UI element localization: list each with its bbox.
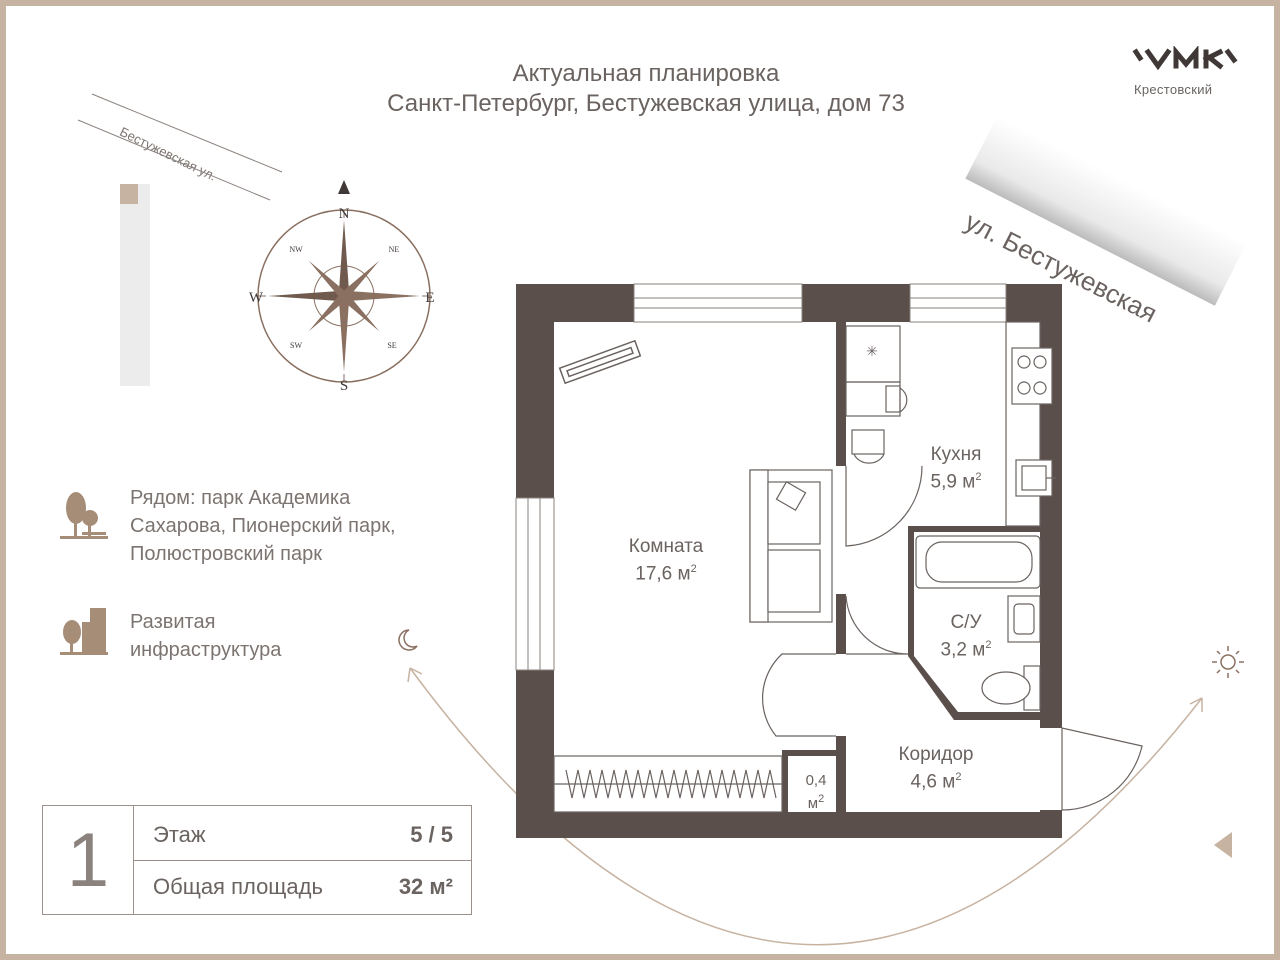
neighbour-building [120, 184, 150, 386]
windows [515, 283, 1007, 671]
bathroom-area: 3,2 м [940, 639, 986, 661]
svg-text:✳: ✳ [866, 343, 878, 359]
bathroom-name: С/У [950, 612, 982, 633]
closet-label: 0,4 м2 [790, 772, 842, 813]
closet-area-sup: 2 [818, 793, 825, 805]
corridor-name: Коридор [898, 744, 974, 765]
play-left-icon [1214, 832, 1232, 858]
feature-park-text: Рядом: парк Академика Сахарова, Пионерск… [130, 484, 396, 568]
feature-line: Полюстровский парк [130, 543, 323, 565]
doors [762, 465, 1143, 811]
feature-line: инфраструктура [130, 639, 282, 661]
address: Санкт-Петербург, Бестужевская улица, дом… [387, 90, 905, 117]
apartment-number: 1 [43, 806, 134, 914]
apartment-info-box: 1 Этаж 5 / 5 Общая площадь 32 м² [42, 805, 472, 915]
apartment-plan: ✳ [515, 283, 1143, 838]
floor-label: Этаж [153, 822, 206, 847]
compass-sw: SW [290, 341, 302, 350]
compass-rose-icon [257, 180, 431, 383]
area-label: Общая площадь [153, 874, 323, 899]
corridor-area-unit: 2 [955, 771, 962, 783]
air-conditioner [558, 339, 642, 385]
interior-walls [782, 322, 1040, 812]
bathroom-fixtures [915, 535, 1041, 711]
sun-icon [1212, 646, 1244, 678]
room-area-unit: 2 [690, 563, 697, 575]
kitchen-label: Кухня 5,9 м2 [896, 444, 1016, 493]
compass-se: SE [387, 341, 396, 350]
bathroom-diagonal-wall [908, 656, 1040, 720]
info-divider [134, 860, 472, 861]
kitchen-furniture: ✳ [845, 321, 1056, 527]
bathroom-area-unit: 2 [985, 639, 992, 651]
moon-icon [398, 629, 418, 651]
compass-e: E [425, 290, 434, 306]
sofa [749, 469, 833, 623]
floor-plan: N S W E NW NE SW SE [60, 93, 1244, 946]
kitchen-area: 5,9 м [930, 471, 976, 493]
exterior-walls [516, 284, 1062, 838]
room-name: Комната [628, 536, 704, 557]
arc-arrow-right [1189, 697, 1203, 712]
compass-nw: NW [289, 245, 303, 254]
corridor-area: 4,6 м [910, 771, 956, 793]
feature-line: Развитая [130, 611, 216, 633]
street-lines [77, 93, 283, 201]
room-label: Комната 17,6 м2 [586, 536, 746, 585]
kitchen-area-unit: 2 [975, 471, 982, 483]
page-title: Актуальная планировка [512, 60, 780, 87]
wardrobe [553, 755, 783, 813]
compass-ne: NE [389, 245, 400, 254]
neighbour-building-marker [120, 184, 138, 204]
arc-arrow-left [407, 667, 423, 683]
logo-text: Крестовский [1134, 82, 1213, 97]
krestovsky-logo [1132, 46, 1238, 71]
room-area: 17,6 м [635, 563, 691, 585]
kitchen-name: Кухня [930, 444, 982, 465]
park-icon [60, 492, 108, 539]
area-value: 32 м² [398, 874, 453, 899]
compass-s: S [340, 378, 348, 394]
floor-value: 5 / 5 [410, 822, 453, 847]
bathroom-label: С/У 3,2 м2 [918, 612, 1014, 661]
feature-infrastructure-text: Развитая инфраструктура [130, 608, 281, 664]
corridor-label: Коридор 4,6 м2 [866, 744, 1006, 793]
feature-line: Сахарова, Пионерский парк, [130, 515, 396, 537]
compass-w: W [249, 290, 264, 306]
compass-n: N [339, 206, 350, 222]
closet-area-unit: м [807, 795, 819, 812]
feature-line: Рядом: парк Академика [130, 487, 351, 509]
closet-area: 0,4 [805, 772, 827, 789]
infrastructure-icon [60, 608, 108, 655]
